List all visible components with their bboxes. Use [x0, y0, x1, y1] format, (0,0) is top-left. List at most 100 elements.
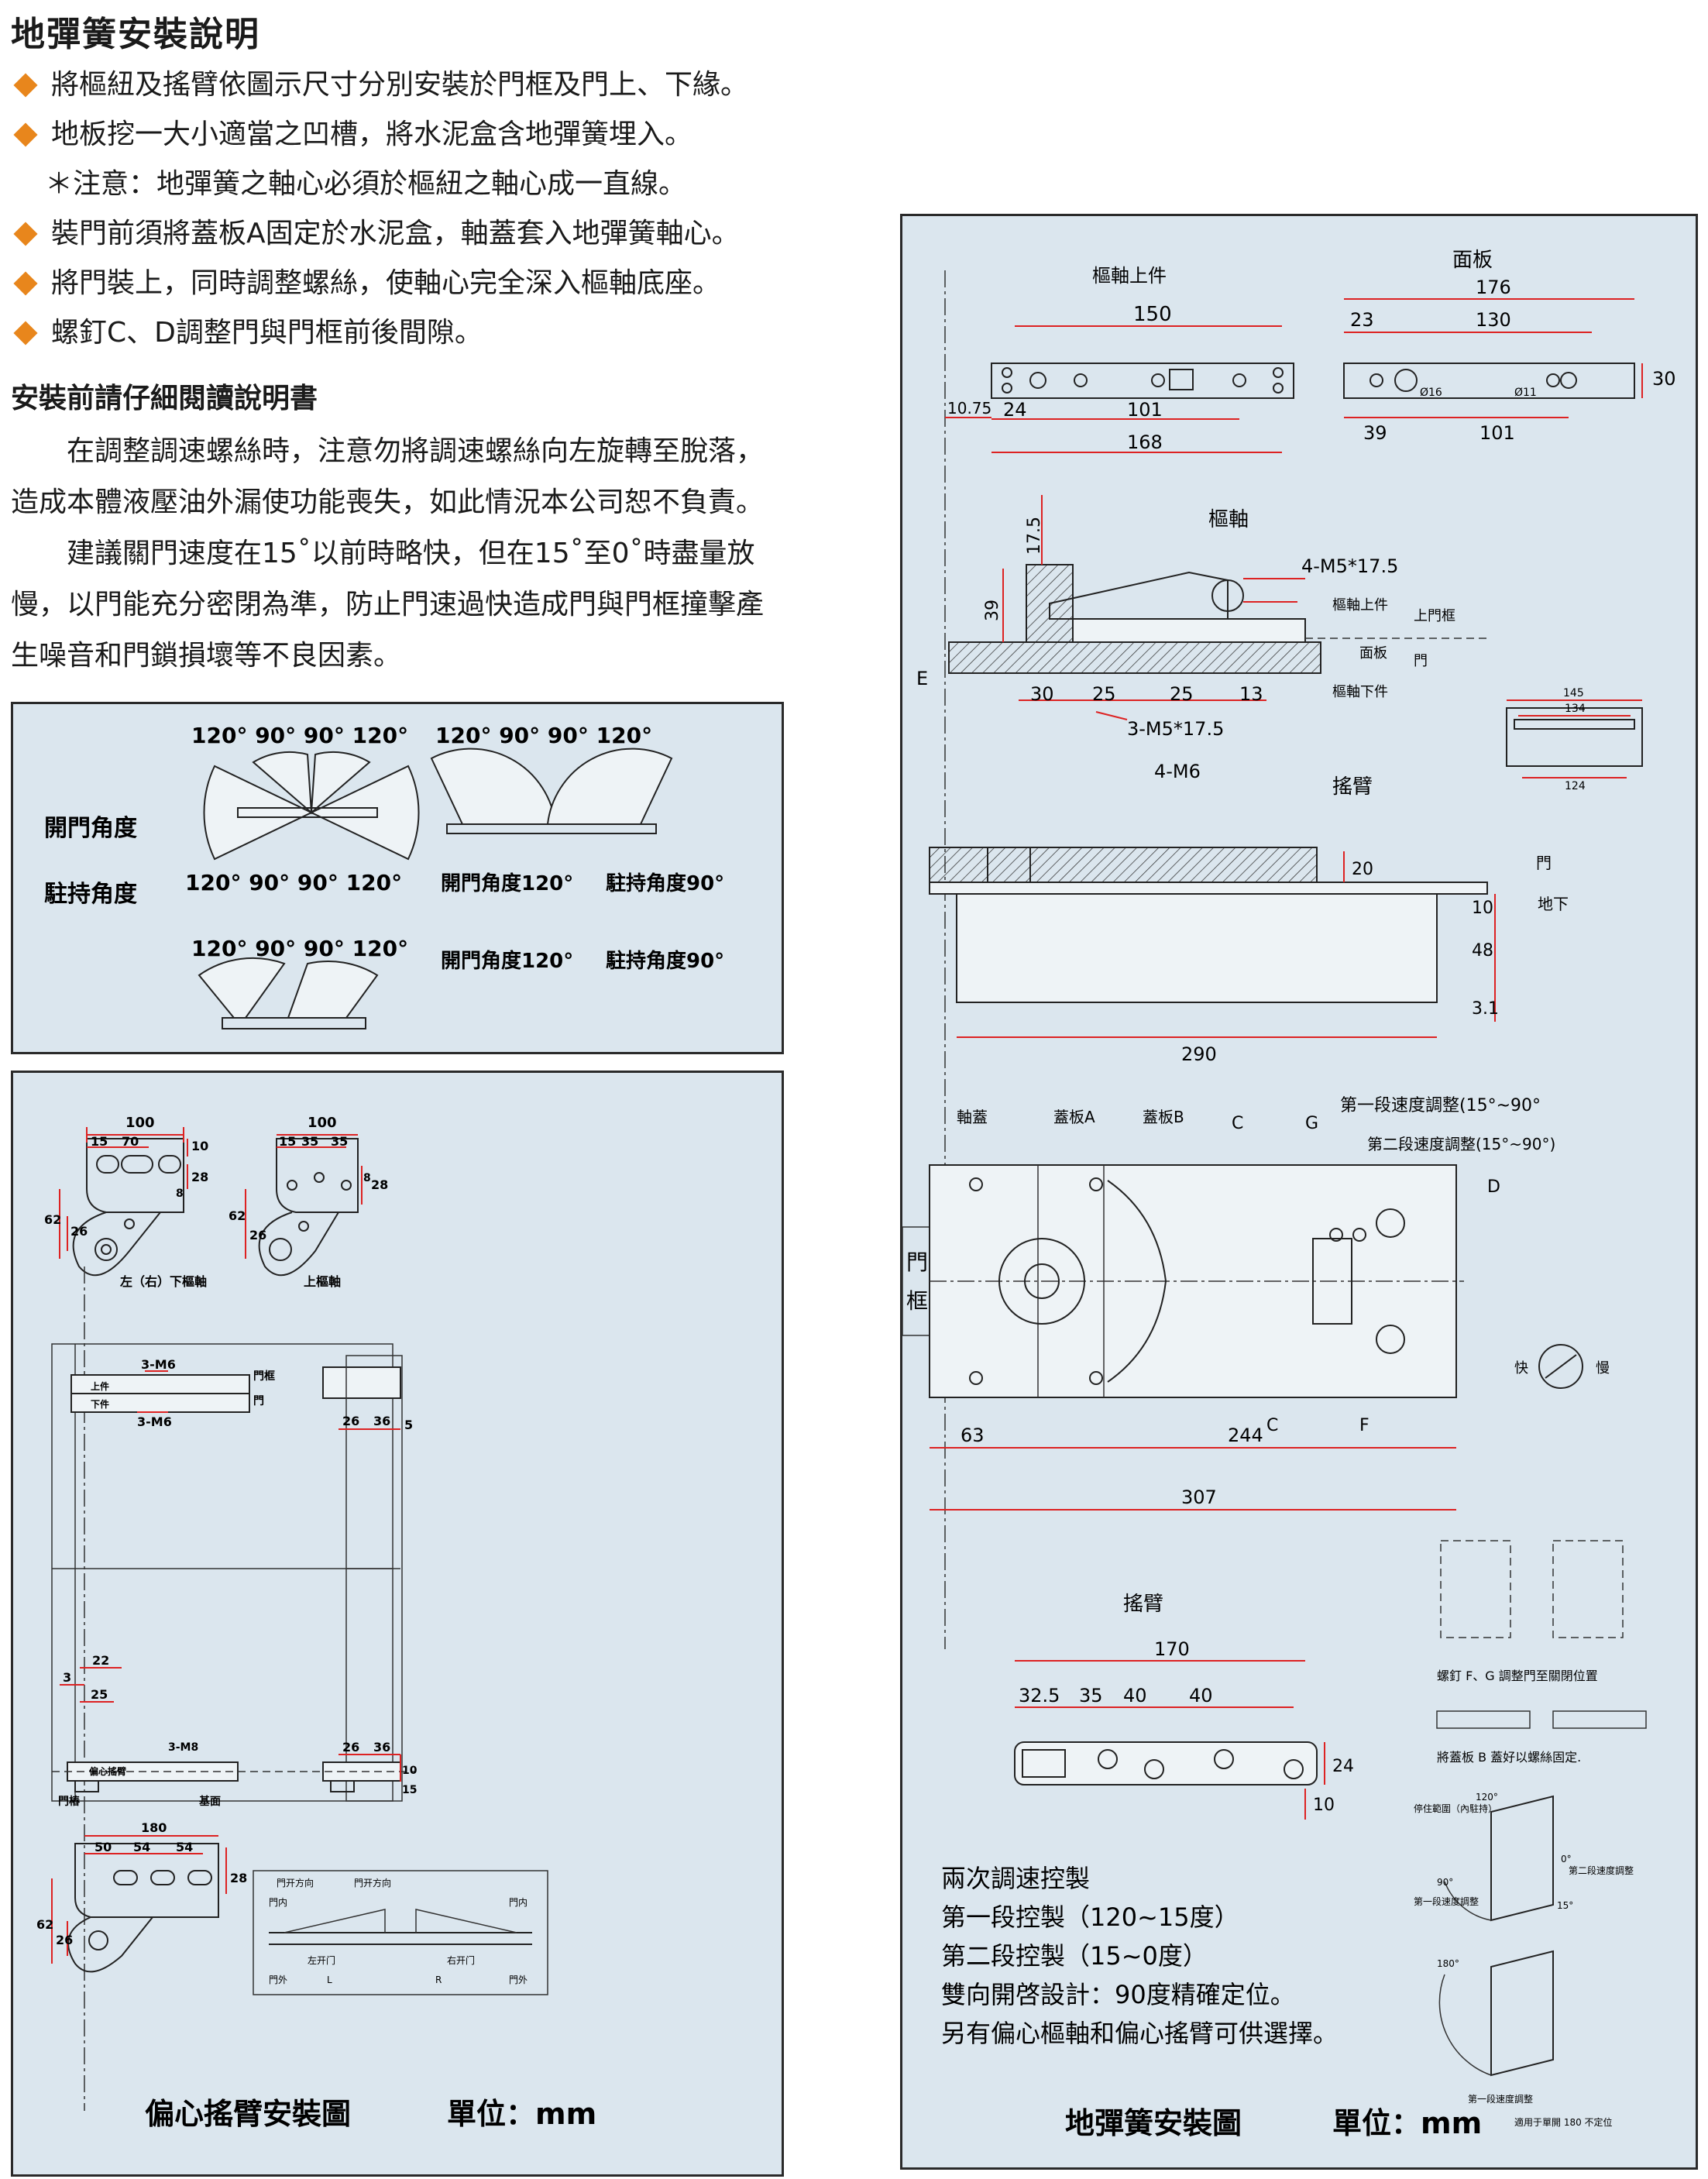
page-title: 地彈簧安裝說明	[11, 15, 260, 54]
dim-label: 63	[961, 1425, 985, 1446]
label-speed2: 第二段速度調整(15°~90°)	[1367, 1135, 1555, 1153]
lower-pivot-drawing: 100 15 70 10 28 8 62 26 左（右）下樞軸	[44, 1115, 208, 1289]
floor-spring-plan: 門 框 63 244 307 軸蓋 蓋板A 蓋板B C G 第一段速度調整(15…	[902, 1096, 1610, 1511]
label-arm-screws: 4-M6	[1154, 761, 1201, 782]
dim-label: 134	[1565, 703, 1586, 715]
dim-label: 48	[1472, 941, 1493, 961]
diamond-bullet-icon	[13, 73, 38, 98]
door-direction-diagram: 門开方向 門开方向 門内 門内 左开门 右开门 門外 門外 L R	[253, 1870, 548, 1995]
note-plate-b: 將蓋板 B 蓋好以螺絲固定.	[1437, 1750, 1581, 1765]
dim-label: 8	[363, 1172, 371, 1184]
note-angle-120: 120°	[1476, 1792, 1498, 1803]
subheading: 安裝前請仔細閱讀說明書	[11, 383, 318, 414]
note-fg: 螺釘 F、G 調整門至關閉位置	[1437, 1669, 1598, 1683]
eccentric-arm-panel: 100 15 70 10 28 8 62 26 左（右）下樞軸 100 15 3…	[11, 1071, 784, 2177]
dim-label: 36	[373, 1740, 390, 1755]
note-stage1: 第一段速度調整	[1414, 1895, 1479, 1907]
dim-label: 5	[404, 1418, 413, 1432]
pivot-top-drawing: 樞軸上件 150 10.75 24 101 168	[945, 265, 1294, 453]
list-item: 將門裝上，同時調整螺絲，使軸心完全深入樞軸底座。	[11, 259, 785, 308]
arm-plan-drawing: 搖臂 170 32.5 35 40 40 24 10	[1014, 1593, 1354, 1820]
feature-item: 第二段控製（15~0度）	[941, 1941, 1208, 1971]
dim-label: 24	[1332, 1757, 1354, 1776]
label-cap: 軸蓋	[957, 1108, 988, 1126]
floor-spring-panel: 樞軸上件 150 10.75 24 101 168 面板 176 23 130 …	[900, 214, 1698, 2170]
single-door-fan-shape	[430, 748, 673, 834]
dim-label: 26	[70, 1224, 88, 1239]
dim-label: 28	[191, 1170, 208, 1184]
list-item-text: 裝門前須將蓋板A固定於水泥盒，軸蓋套入地彈簧軸心。	[51, 218, 740, 249]
note-angle-90: 90°	[1437, 1877, 1453, 1888]
dim-label: 32.5	[1019, 1685, 1060, 1706]
dim-label: 124	[1565, 780, 1586, 792]
list-item-text: 地板挖一大小適當之凹槽，將水泥盒含地彈簧埋入。	[51, 119, 693, 150]
dim-label: 15	[279, 1134, 296, 1149]
note-angle-0: 0°	[1561, 1854, 1572, 1865]
label-eccentric-arm: 偏心搖臂	[89, 1765, 126, 1777]
label-e: E	[916, 668, 928, 689]
label-plate-b: 蓋板B	[1143, 1108, 1184, 1126]
dim-label: 22	[92, 1653, 109, 1668]
label-inside-left: 門内	[269, 1897, 287, 1908]
dim-label: 30	[1652, 368, 1676, 390]
label-face-plate: 面板	[1359, 645, 1387, 662]
label-open-direction-left: 門开方向	[277, 1877, 314, 1889]
diamond-bullet-icon	[13, 122, 38, 147]
label-frame-top: 門	[906, 1249, 928, 1275]
label-g: G	[1305, 1114, 1318, 1133]
angle-row1-right: 120° 90° 90° 120°	[435, 723, 652, 748]
note-text: ＊注意：地彈簧之軸心必須於樞紐之軸心成一直線。	[45, 168, 687, 200]
angle-row3-hold: 駐持角度90°	[606, 949, 724, 973]
dim-label: 307	[1181, 1486, 1217, 1508]
lower-pivot-label: 左（右）下樞軸	[119, 1274, 207, 1289]
feature-item: 兩次調速控製	[941, 1864, 1090, 1893]
dim-label: 8	[176, 1187, 184, 1200]
list-note: ＊注意：地彈簧之軸心必須於樞紐之軸心成一直線。	[11, 160, 785, 209]
upper-pivot-label: 上樞軸	[304, 1274, 341, 1289]
label-d: D	[1487, 1177, 1500, 1197]
feature-list: 兩次調速控製 第一段控製（120~15度） 第二段控製（15~0度） 雙向開啓設…	[941, 1864, 1338, 2048]
label-open-angle: 開門角度	[44, 815, 137, 842]
dim-label: 100	[125, 1115, 155, 1131]
label-fast: 快	[1514, 1360, 1528, 1376]
dim-label: 10.75	[947, 399, 991, 418]
dim-label: 28	[371, 1177, 388, 1192]
dim-label: 168	[1127, 431, 1163, 453]
diamond-bullet-icon	[13, 222, 38, 246]
dim-label: 25	[1092, 683, 1116, 705]
dim-label: 170	[1154, 1638, 1190, 1660]
adjustment-notes: 螺釘 F、G 調整門至關閉位置 將蓋板 B 蓋好以螺絲固定. 停住範圍（內駐持）…	[1414, 1540, 1647, 2128]
dim-label: 100	[308, 1115, 337, 1131]
dim-label: 62	[44, 1212, 61, 1227]
label-lower-piece: 樞軸下件	[1332, 684, 1388, 700]
dim-label: 10	[191, 1139, 208, 1153]
label-f: F	[1359, 1416, 1369, 1435]
dim-label: 35	[301, 1134, 318, 1149]
warning-paragraphs: 在調整調速螺絲時，注意勿將調速螺絲向左旋轉至脫落，造成本體液壓油外漏使功能喪失，…	[11, 426, 785, 682]
list-item-text: 將樞紐及搖臂依圖示尺寸分別安裝於門框及門上、下緣。	[51, 69, 749, 101]
eccentric-unit: 單位：mm	[447, 2097, 596, 2131]
dim-label: 20	[1352, 860, 1373, 879]
pivot-label: 樞軸	[1208, 508, 1249, 531]
angle-row1-left: 120° 90° 90° 120°	[191, 723, 408, 748]
dim-label: 28	[230, 1871, 247, 1885]
eccentric-arm-plan: 180 50 54 54 28 62 26	[36, 1820, 247, 1973]
label-inside-right: 門内	[509, 1897, 528, 1908]
dim-label: 26	[249, 1228, 266, 1242]
door-elevation-drawing: 3-M6 3-M6 上件 下件 門框 門 26 36 5 22 3 25 3-M…	[51, 1267, 418, 2111]
label-screw-top: 4-M5*17.5	[1301, 555, 1398, 577]
dim-label: 35	[331, 1134, 348, 1149]
face-plate-drawing: 面板 176 23 130 39 101 30 Ø16 Ø11	[1343, 249, 1676, 444]
dim-label: 15	[402, 1784, 417, 1796]
list-item: 裝門前須將蓋板A固定於水泥盒，軸蓋套入地彈簧軸心。	[11, 209, 785, 259]
dim-label: 10	[1313, 1796, 1335, 1815]
feature-item: 另有偏心樞軸和偏心搖臂可供選擇。	[941, 2019, 1338, 2048]
paragraph: 在調整調速螺絲時，注意勿將調速螺絲向左旋轉至脫落，造成本體液壓油外漏使功能喪失，…	[11, 435, 765, 518]
face-plate-label: 面板	[1452, 249, 1493, 272]
label-l: L	[327, 1975, 332, 1985]
label-screw-bottom: 3-M5*17.5	[1127, 718, 1224, 740]
floor-caption: 地彈簧安裝圖	[1065, 2106, 1242, 2140]
label-r: R	[435, 1975, 442, 1985]
diamond-bullet-icon	[13, 271, 38, 296]
eccentric-arm-drawing: 100 15 70 10 28 8 62 26 左（右）下樞軸 100 15 3…	[36, 1115, 596, 2131]
